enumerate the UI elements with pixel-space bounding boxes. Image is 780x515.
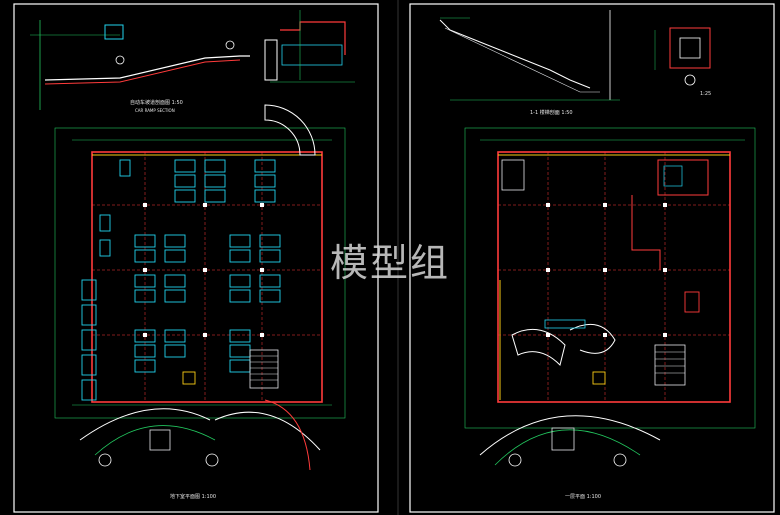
stair-section-drawing <box>439 10 620 101</box>
ramp-section-title: 自动车坡道剖面图 1:50 <box>130 99 183 106</box>
ramp-section-subtitle: CAR RAMP SECTION <box>135 108 175 113</box>
ground-floor-plan <box>464 127 756 467</box>
basement-floor-plan <box>54 104 346 471</box>
left-sheet-frame <box>13 3 379 513</box>
ramp-section-drawing <box>30 10 355 110</box>
wall-detail-title: 1:25 <box>700 91 711 97</box>
watermark-text: 模型组 <box>329 241 450 285</box>
stair-section-title: 1-1 楼梯剖面 1:50 <box>530 109 573 116</box>
wall-detail-drawing <box>654 27 711 86</box>
right-sheet-frame <box>409 3 775 513</box>
basement-plan-title: 地下室平面图 1:100 <box>170 493 216 500</box>
ground-plan-title: 一层平面 1:100 <box>565 494 601 500</box>
